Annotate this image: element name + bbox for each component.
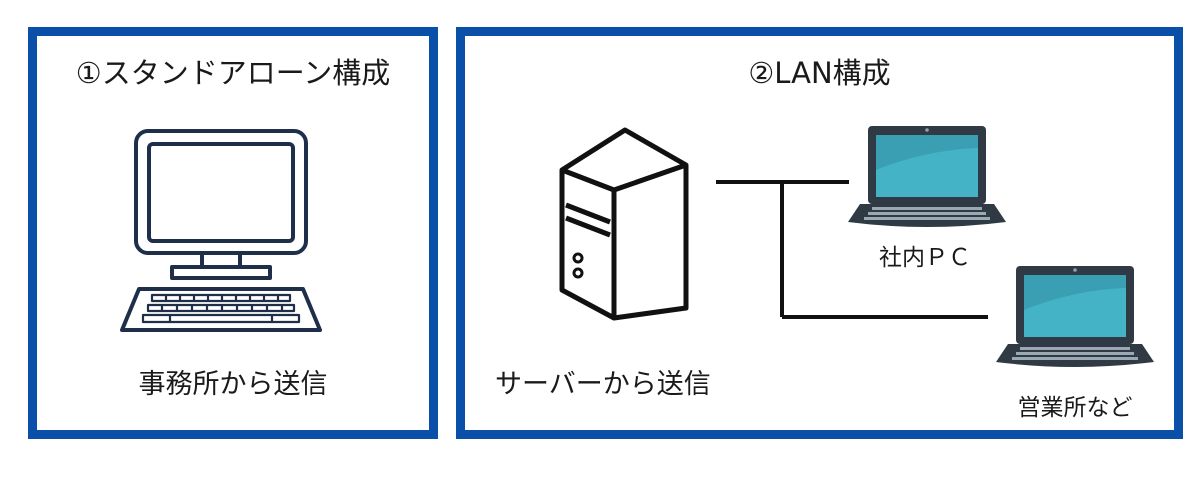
standalone-title: ①スタンドアローン構成 <box>75 56 391 90</box>
standalone-panel <box>28 27 438 439</box>
laptop-icon <box>996 266 1154 367</box>
pc-label: 社内ＰＣ <box>879 245 971 271</box>
lan-panel <box>456 27 1183 439</box>
server-caption: サーバーから送信 <box>495 369 711 400</box>
standalone-caption: 事務所から送信 <box>138 369 328 400</box>
lan-connection-lines <box>716 180 988 319</box>
desktop-computer-icon <box>120 129 322 332</box>
office-label: 営業所など <box>1017 395 1133 421</box>
laptop-icon <box>848 126 1006 227</box>
lan-title: ②LAN構成 <box>748 56 891 90</box>
server-tower-icon <box>559 127 689 321</box>
